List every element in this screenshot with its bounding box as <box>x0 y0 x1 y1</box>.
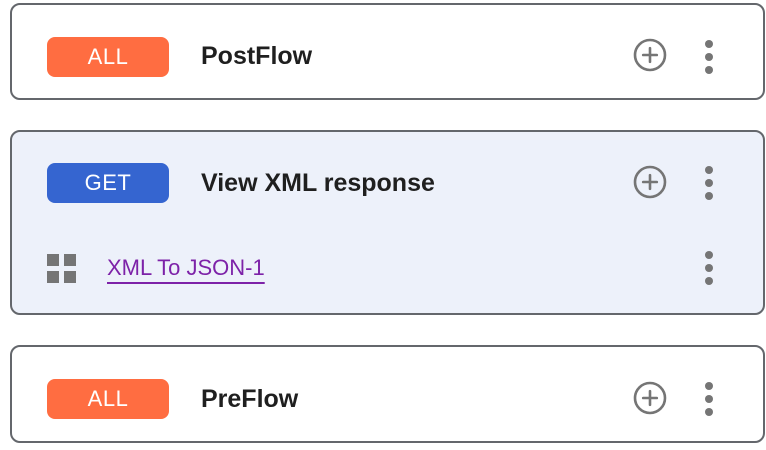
flow-card-preflow: ALL PreFlow <box>10 345 765 443</box>
method-badge: ALL <box>47 379 169 419</box>
more-vert-icon <box>705 382 713 416</box>
plus-circle-icon <box>633 38 667 75</box>
plus-circle-icon <box>633 381 667 418</box>
more-vert-icon <box>705 251 713 285</box>
flow-menu-button[interactable] <box>705 382 713 416</box>
more-vert-icon <box>705 166 713 200</box>
policy-link[interactable]: XML To JSON-1 <box>107 255 265 280</box>
method-badge: GET <box>47 163 169 203</box>
flow-menu-button[interactable] <box>705 166 713 200</box>
add-policy-button[interactable] <box>633 165 667 202</box>
flow-title: View XML response <box>201 168 435 197</box>
more-vert-icon <box>705 39 713 74</box>
flow-card-view-xml-response: GET View XML response XML To JSON-1 <box>10 130 765 315</box>
flow-card-postflow: ALL PostFlow <box>10 3 765 100</box>
policy-menu-button[interactable] <box>705 251 713 285</box>
flow-header-row: ALL PostFlow <box>12 5 763 98</box>
flow-header-row: ALL PreFlow <box>12 347 763 441</box>
flow-header-row: GET View XML response <box>12 163 763 203</box>
flow-title: PreFlow <box>201 384 299 413</box>
flow-menu-button[interactable] <box>705 39 713 74</box>
flow-title: PostFlow <box>201 42 313 70</box>
plus-circle-icon <box>633 165 667 202</box>
add-policy-button[interactable] <box>633 38 667 75</box>
add-policy-button[interactable] <box>633 381 667 418</box>
grid-handle-icon[interactable] <box>47 253 76 283</box>
policy-row: XML To JSON-1 <box>12 248 763 288</box>
method-badge: ALL <box>47 36 169 77</box>
